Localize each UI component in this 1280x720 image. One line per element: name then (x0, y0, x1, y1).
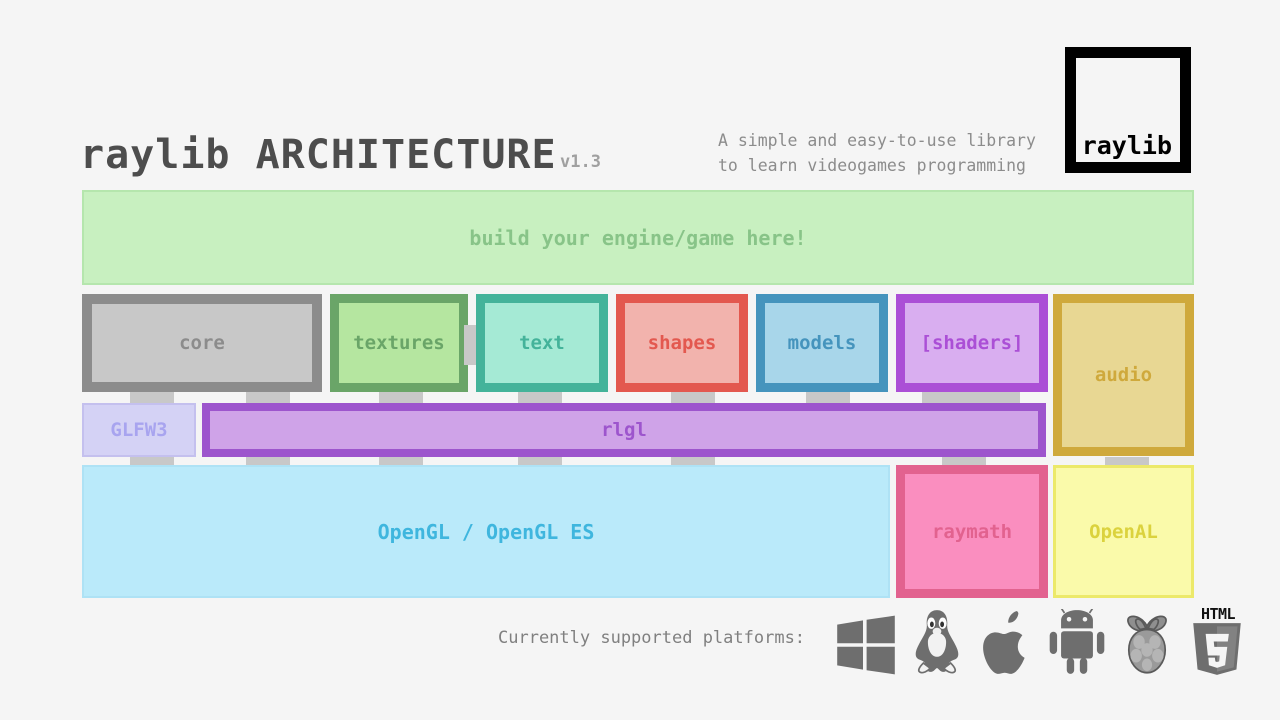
module-label-audio: audio (1094, 364, 1153, 386)
module-label-shaders: [shaders] (920, 332, 1024, 354)
module-box-audio: audio (1053, 294, 1194, 456)
glfw3-label: GLFW3 (110, 419, 168, 441)
module-box-models: models (756, 294, 888, 392)
connector-text-rlgl (518, 392, 562, 403)
page-title: raylib ARCHITECTURE (80, 132, 557, 178)
connector-core-rlgl (246, 392, 290, 403)
rlgl-label: rlgl (601, 419, 647, 441)
opengl-box: OpenGL / OpenGL ES (82, 465, 890, 598)
module-box-shapes: shapes (616, 294, 748, 392)
connector-rlgl-opengl-4 (671, 457, 715, 468)
tagline: A simple and easy-to-use library to lear… (718, 128, 1063, 178)
connector-shapes-rlgl (671, 392, 715, 403)
android-icon (1049, 609, 1105, 674)
openal-box: OpenAL (1053, 465, 1194, 598)
platforms-label: Currently supported platforms: (498, 628, 806, 648)
opengl-label: OpenGL / OpenGL ES (377, 519, 595, 544)
user-layer-label: build your engine/game here! (469, 225, 807, 250)
connector-core-glfw (130, 392, 174, 403)
raymath-box: raymath (896, 465, 1048, 598)
connector-rlgl-raymath (942, 457, 986, 468)
glfw3-box: GLFW3 (82, 403, 196, 457)
connector-rlgl-opengl-3 (518, 457, 562, 468)
connector-models-rlgl (806, 392, 850, 403)
connector-textures-rlgl (379, 392, 423, 403)
raspberry-pi-icon (1127, 615, 1167, 674)
user-layer-box: build your engine/game here! (82, 190, 1194, 285)
module-box-textures: textures (330, 294, 468, 392)
version-label: v1.3 (560, 152, 601, 172)
platform-icons: HTML (836, 603, 1246, 675)
connector-glfw-opengl (130, 457, 174, 468)
connector-rlgl-opengl-2 (379, 457, 423, 468)
module-label-models: models (787, 332, 857, 354)
raylib-logo-text: raylib (1081, 131, 1172, 160)
connector-shaders-rlgl (922, 392, 1020, 403)
html5-shield (1193, 623, 1241, 675)
module-label-textures: textures (353, 332, 445, 354)
module-label-shapes: shapes (647, 332, 717, 354)
module-box-core: core (82, 294, 322, 392)
windows-icon (837, 615, 895, 675)
module-box-text: text (476, 294, 608, 392)
connector-audio-openal (1105, 457, 1149, 468)
module-label-text: text (519, 332, 565, 354)
module-box-shaders: [shaders] (896, 294, 1048, 392)
apple-icon (983, 611, 1025, 674)
html5-icon: HTML (1188, 605, 1246, 675)
linux-tux-icon (915, 610, 959, 674)
html5-wordmark: HTML (1200, 605, 1236, 623)
tagline-line-2: to learn videogames programming (718, 156, 1026, 175)
module-label-core: core (179, 332, 225, 354)
raylib-logo: raylib (1065, 47, 1191, 173)
rlgl-box: rlgl (202, 403, 1046, 457)
connector-rlgl-opengl-1 (246, 457, 290, 468)
raymath-label: raymath (931, 520, 1013, 543)
tagline-line-1: A simple and easy-to-use library (718, 131, 1036, 150)
connector-textures-text (464, 325, 476, 365)
openal-label: OpenAL (1089, 520, 1158, 543)
